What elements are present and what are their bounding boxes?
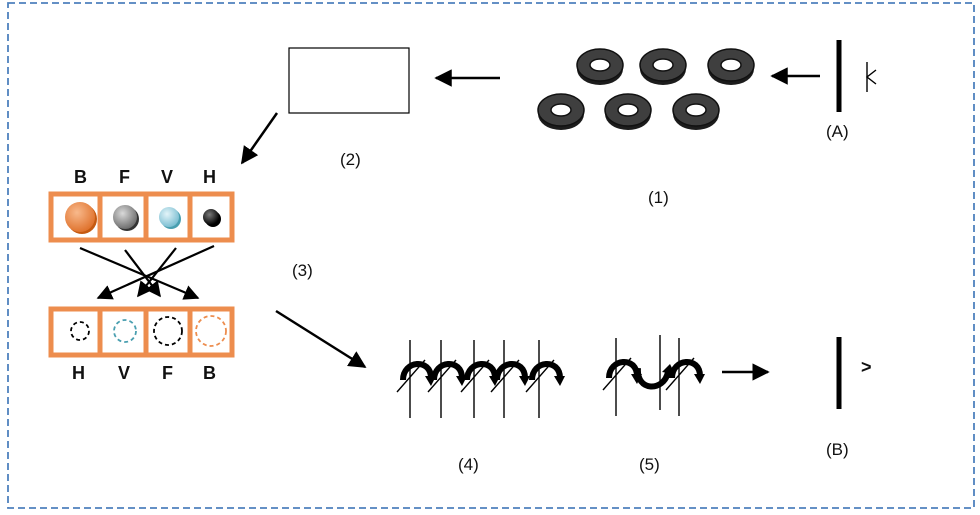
swap-top-letter: H	[203, 167, 216, 187]
swap-bottom-letter: B	[203, 363, 216, 383]
state-b-label: (B)	[826, 440, 849, 459]
swap-bottom-letter: H	[72, 363, 85, 383]
intermediate-box	[288, 47, 410, 114]
swap-top-letter: B	[74, 167, 87, 187]
top-ball-light-blue	[159, 207, 181, 229]
swap-bottom-letter: F	[162, 363, 173, 383]
crossing-arrows	[79, 244, 215, 300]
swap-bottom-letter: V	[118, 363, 131, 383]
arrow-swap-to-helix	[275, 309, 367, 369]
swap-bottom-row	[48, 306, 235, 358]
state-a-symbol	[865, 62, 877, 92]
helix-group-5	[603, 335, 705, 416]
state-b-symbol: >	[861, 357, 872, 377]
bottom-ring-teal	[113, 319, 137, 343]
bottom-ring-orange	[195, 315, 227, 347]
bottom-ring-black-small	[70, 321, 90, 341]
swap-top-letter: F	[119, 167, 130, 187]
donut-cluster	[537, 48, 755, 131]
bottom-ring-black-large	[153, 316, 183, 346]
top-ball-orange	[65, 202, 97, 234]
step-4-label: (4)	[458, 455, 479, 474]
dashed-border	[7, 2, 975, 509]
swap-top-row	[48, 191, 235, 243]
top-ball-black	[203, 209, 221, 227]
top-ball-gray	[113, 205, 139, 231]
helix-group-4	[397, 340, 565, 418]
step-2-label: (2)	[340, 150, 361, 169]
step-1-label: (1)	[648, 188, 669, 207]
state-a-label: (A)	[826, 122, 849, 141]
step-3-label: (3)	[292, 261, 313, 280]
swap-top-letter: V	[161, 167, 174, 187]
arrow-box-to-swap	[240, 112, 279, 165]
step-5-label: (5)	[639, 455, 660, 474]
